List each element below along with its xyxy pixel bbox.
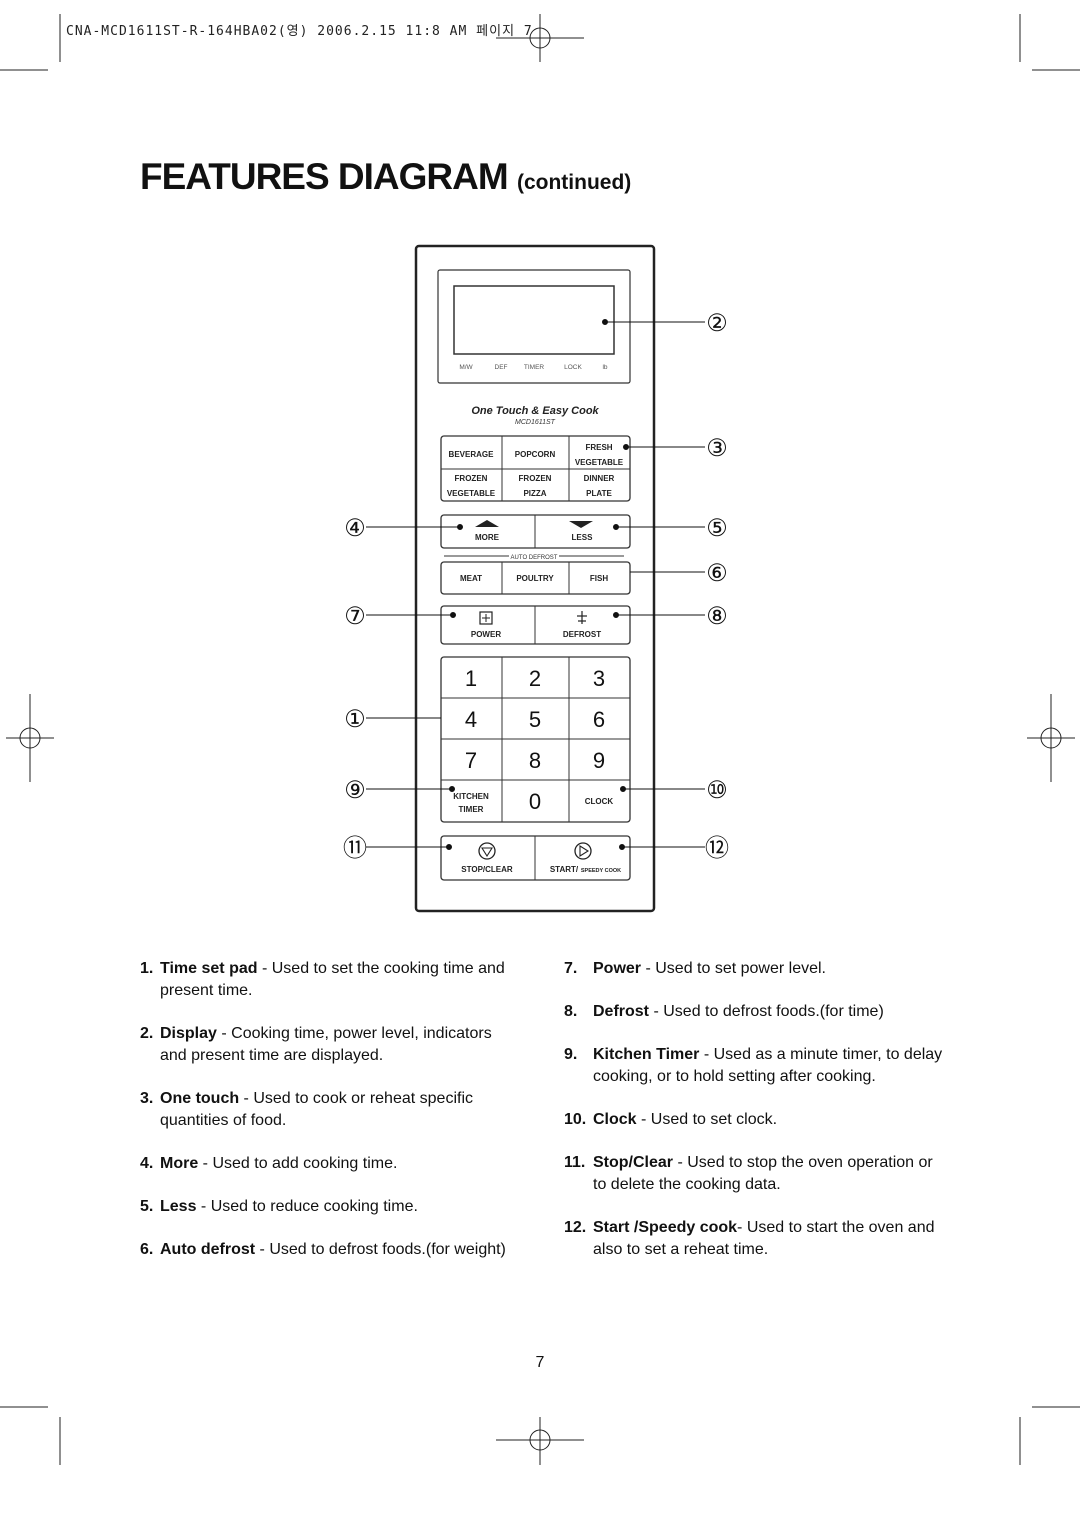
callout-5: ⑤: [706, 515, 728, 542]
callout-10: ⑩: [706, 777, 728, 804]
less-button[interactable]: LESS: [572, 533, 594, 542]
indicator-def: DEF: [495, 364, 508, 371]
print-header: CNA-MCD1611ST-R-164HBA02(영) 2006.2.15 11…: [66, 24, 533, 39]
desc-item-11: 11.Stop/Clear - Used to stop the oven op…: [564, 1154, 933, 1193]
up-arrow-icon: [475, 520, 499, 527]
svg-text:PLATE: PLATE: [586, 489, 612, 498]
display-frame: [437, 269, 631, 384]
power-icon: [479, 611, 493, 625]
popcorn-button[interactable]: POPCORN: [515, 450, 556, 459]
descriptions-right: 7.Power - Used to set power level. 8.Def…: [564, 958, 944, 1282]
defrost-button[interactable]: DEFROST: [563, 630, 601, 639]
dinner-plate-button[interactable]: DINNER: [584, 474, 615, 483]
indicator-lb: lb: [602, 364, 607, 371]
title-main: FEATURES DIAGRAM: [140, 156, 509, 197]
callout-1: ①: [344, 706, 366, 733]
auto-defrost-row: [440, 561, 631, 595]
defrost-icon: [577, 611, 587, 624]
key-6[interactable]: 6: [593, 707, 605, 732]
page-number: 7: [535, 1354, 545, 1371]
desc-item-9: 9.Kitchen Timer - Used as a minute timer…: [564, 1046, 943, 1085]
svg-text:TIMER: TIMER: [459, 805, 484, 814]
key-5[interactable]: 5: [529, 707, 541, 732]
title-sub: (continued): [516, 171, 632, 194]
fish-button[interactable]: FISH: [590, 574, 608, 583]
stop-clear-button[interactable]: STOP/CLEAR: [461, 865, 513, 874]
brand-label: One Touch & Easy Cook: [471, 405, 599, 417]
key-0[interactable]: 0: [529, 789, 541, 814]
start-button[interactable]: START/: [550, 865, 579, 874]
key-7[interactable]: 7: [465, 748, 477, 773]
callout-12: ⑫: [705, 835, 729, 862]
desc-item-12: 12.Start /Speedy cook- Used to start the…: [564, 1219, 935, 1258]
indicator-lock: LOCK: [564, 364, 582, 371]
meat-button[interactable]: MEAT: [460, 574, 482, 583]
callout-6: ⑥: [706, 560, 728, 587]
key-2[interactable]: 2: [529, 666, 541, 691]
model-label: MCD1611ST: [515, 419, 556, 426]
start-icon: [574, 842, 592, 860]
descriptions-left: 1.Time set pad - Used to set the cooking…: [140, 958, 520, 1282]
svg-text:VEGETABLE: VEGETABLE: [575, 458, 624, 467]
desc-item-10: 10.Clock - Used to set clock.: [564, 1111, 778, 1128]
down-arrow-icon: [569, 521, 593, 528]
poultry-button[interactable]: POULTRY: [516, 574, 554, 583]
frozen-pizza-button[interactable]: FROZEN: [519, 474, 552, 483]
key-4[interactable]: 4: [465, 707, 477, 732]
svg-text:VEGETABLE: VEGETABLE: [447, 489, 496, 498]
key-9[interactable]: 9: [593, 748, 605, 773]
callout-3: ③: [706, 435, 728, 462]
desc-item-2: 2.Display - Cooking time, power level, i…: [140, 1025, 492, 1064]
key-1[interactable]: 1: [465, 666, 477, 691]
fresh-vegetable-button[interactable]: FRESH: [585, 443, 612, 452]
callout-4: ④: [344, 515, 366, 542]
desc-item-3: 3.One touch - Used to cook or reheat spe…: [140, 1090, 473, 1129]
desc-item-8: 8.Defrost - Used to defrost foods.(for t…: [564, 1003, 884, 1020]
indicator-mw: M/W: [459, 364, 473, 371]
desc-item-7: 7.Power - Used to set power level.: [564, 960, 826, 977]
callout-7: ⑦: [344, 603, 366, 630]
frozen-vegetable-button[interactable]: FROZEN: [455, 474, 488, 483]
callout-2: ②: [706, 310, 728, 337]
stop-icon: [478, 842, 496, 860]
callout-9: ⑨: [344, 777, 366, 804]
auto-defrost-label: AUTO DEFROST: [511, 555, 558, 561]
power-button[interactable]: POWER: [471, 630, 501, 639]
page-title: FEATURES DIAGRAM (continued): [140, 156, 631, 198]
more-button[interactable]: MORE: [475, 533, 500, 542]
key-3[interactable]: 3: [593, 666, 605, 691]
desc-item-6: 6.Auto defrost - Used to defrost foods.(…: [140, 1241, 506, 1258]
key-8[interactable]: 8: [529, 748, 541, 773]
panel-outline: [414, 244, 656, 913]
callout-11: ⑪: [343, 835, 367, 862]
speedy-cook-label: SPEEDY COOK: [581, 868, 621, 874]
kitchen-timer-button[interactable]: KITCHEN: [453, 792, 489, 801]
beverage-button[interactable]: BEVERAGE: [449, 450, 495, 459]
desc-item-5: 5.Less - Used to reduce cooking time.: [140, 1198, 418, 1215]
callout-8: ⑧: [706, 603, 728, 630]
display-screen: [453, 285, 615, 355]
desc-item-1: 1.Time set pad - Used to set the cooking…: [140, 960, 505, 999]
indicator-timer: TIMER: [524, 364, 545, 371]
svg-text:PIZZA: PIZZA: [523, 489, 546, 498]
desc-item-4: 4.More - Used to add cooking time.: [140, 1155, 398, 1172]
clock-button[interactable]: CLOCK: [585, 797, 614, 806]
